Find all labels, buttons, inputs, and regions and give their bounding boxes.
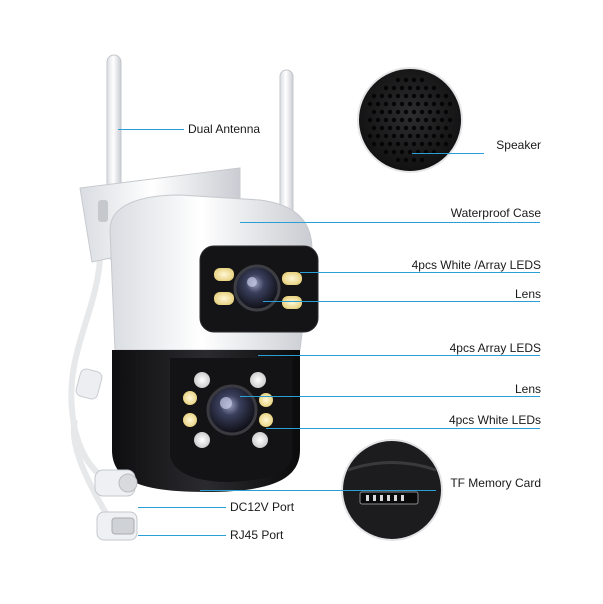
speaker-closeup <box>357 67 463 173</box>
leader-dc-port <box>138 507 226 508</box>
label-white-leds: 4pcs White LEDs <box>448 413 541 427</box>
label-dc-port: DC12V Port <box>230 500 295 514</box>
label-speaker: Speaker <box>496 138 541 152</box>
leader-white-array-leds <box>300 272 540 273</box>
leader-tf-card <box>200 490 436 491</box>
label-dual-antenna: Dual Antenna <box>188 122 261 136</box>
rj45-port-connector <box>96 511 138 541</box>
label-white-array-leds: 4pcs White /Array LEDS <box>411 258 541 272</box>
label-rj45-port: RJ45 Port <box>230 528 284 542</box>
lower-lens <box>206 384 258 436</box>
leader-rj45-port <box>138 535 226 536</box>
label-array-leds: 4pcs Array LEDS <box>449 341 541 355</box>
label-tf-card: TF Memory Card <box>450 476 541 490</box>
leader-array-leds <box>258 355 540 356</box>
leader-waterproof-case <box>240 222 540 223</box>
leader-dual-antenna <box>118 129 184 130</box>
label-lens-top: Lens <box>514 287 541 301</box>
label-lens-bottom: Lens <box>514 382 541 396</box>
leader-white-leds <box>266 428 540 429</box>
cable-joint <box>75 368 103 400</box>
dc-port-connector <box>94 469 138 497</box>
leader-lens-bottom <box>240 396 540 397</box>
upper-lens <box>233 264 281 312</box>
leader-lens-top <box>263 301 540 302</box>
leader-speaker <box>412 153 484 154</box>
label-waterproof-case: Waterproof Case <box>450 206 541 220</box>
